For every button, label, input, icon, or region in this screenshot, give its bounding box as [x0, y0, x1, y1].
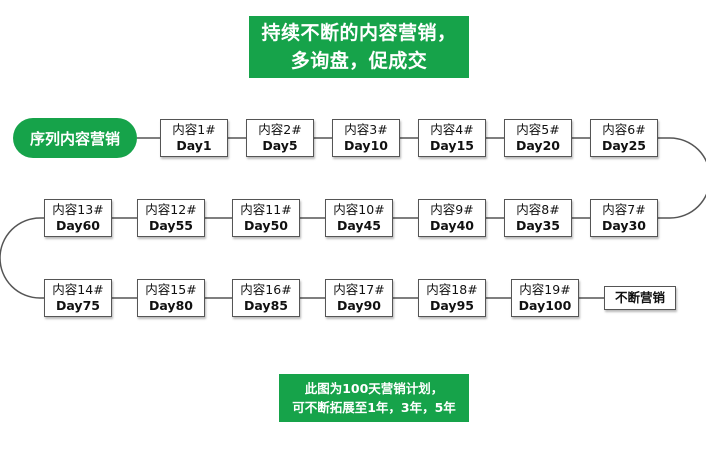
- content-node: 内容15# Day80: [137, 279, 205, 317]
- content-node: 内容1# Day1: [160, 119, 228, 157]
- node-name: 内容4#: [430, 122, 474, 137]
- content-node: 内容4# Day15: [418, 119, 486, 157]
- node-day: Day50: [244, 218, 288, 233]
- title-line-2: 多询盘，促成交: [290, 50, 428, 72]
- node-name: 内容9#: [430, 202, 474, 217]
- footer-line-2: 可不断拓展至1年，3年，5年: [292, 400, 456, 415]
- node-name: 内容1#: [172, 122, 216, 137]
- content-node: 内容9# Day40: [418, 199, 486, 237]
- node-name: 内容13#: [52, 202, 104, 217]
- content-node: 内容11# Day50: [232, 199, 300, 237]
- content-node: 内容13# Day60: [44, 199, 112, 237]
- node-day: Day10: [344, 138, 388, 153]
- node-day: Day40: [430, 218, 474, 233]
- content-node: 内容2# Day5: [246, 119, 314, 157]
- node-day: Day35: [516, 218, 560, 233]
- node-day: Day80: [149, 298, 193, 313]
- content-node: 内容14# Day75: [44, 279, 112, 317]
- node-day: Day60: [56, 218, 100, 233]
- content-node: 内容3# Day10: [332, 119, 400, 157]
- content-node: 内容5# Day20: [504, 119, 572, 157]
- content-node: 内容7# Day30: [590, 199, 658, 237]
- node-day: Day95: [430, 298, 474, 313]
- title-line-1: 持续不断的内容营销，: [261, 22, 457, 44]
- content-node: 内容10# Day45: [325, 199, 393, 237]
- node-name: 内容16#: [240, 282, 292, 297]
- node-day: Day85: [244, 298, 288, 313]
- content-node: 内容19# Day100: [511, 279, 579, 317]
- node-name: 内容7#: [602, 202, 646, 217]
- footer-line-1: 此图为100天营销计划，: [304, 381, 444, 396]
- node-name: 内容15#: [145, 282, 197, 297]
- node-day: Day100: [518, 298, 572, 313]
- content-node: 内容18# Day95: [418, 279, 486, 317]
- content-node: 内容16# Day85: [232, 279, 300, 317]
- content-node: 内容6# Day25: [590, 119, 658, 157]
- node-day: Day5: [262, 138, 298, 153]
- node-day: Day1: [176, 138, 212, 153]
- node-day: Day45: [337, 218, 381, 233]
- node-name: 内容8#: [516, 202, 560, 217]
- node-name: 内容11#: [240, 202, 292, 217]
- node-day: Day55: [149, 218, 193, 233]
- node-day: Day15: [430, 138, 474, 153]
- node-day: Day75: [56, 298, 100, 313]
- node-day: Day90: [337, 298, 381, 313]
- node-name: 内容3#: [344, 122, 388, 137]
- start-pill: 序列内容营销: [13, 118, 137, 158]
- node-name: 内容14#: [52, 282, 104, 297]
- node-name: 内容17#: [333, 282, 385, 297]
- content-node: 内容12# Day55: [137, 199, 205, 237]
- diagram-title: 持续不断的内容营销， 多询盘，促成交: [249, 16, 469, 78]
- node-day: Day30: [602, 218, 646, 233]
- node-day: Day20: [516, 138, 560, 153]
- node-name: 内容10#: [333, 202, 385, 217]
- node-name: 内容19#: [519, 282, 571, 297]
- node-name: 内容18#: [426, 282, 478, 297]
- node-name: 内容12#: [145, 202, 197, 217]
- node-name: 内容2#: [258, 122, 302, 137]
- node-name: 内容5#: [516, 122, 560, 137]
- node-day: Day25: [602, 138, 646, 153]
- content-node: 内容8# Day35: [504, 199, 572, 237]
- node-name: 内容6#: [602, 122, 646, 137]
- footer-note: 此图为100天营销计划， 可不断拓展至1年，3年，5年: [279, 374, 469, 422]
- content-node: 内容17# Day90: [325, 279, 393, 317]
- end-node: 不断营销: [604, 286, 676, 310]
